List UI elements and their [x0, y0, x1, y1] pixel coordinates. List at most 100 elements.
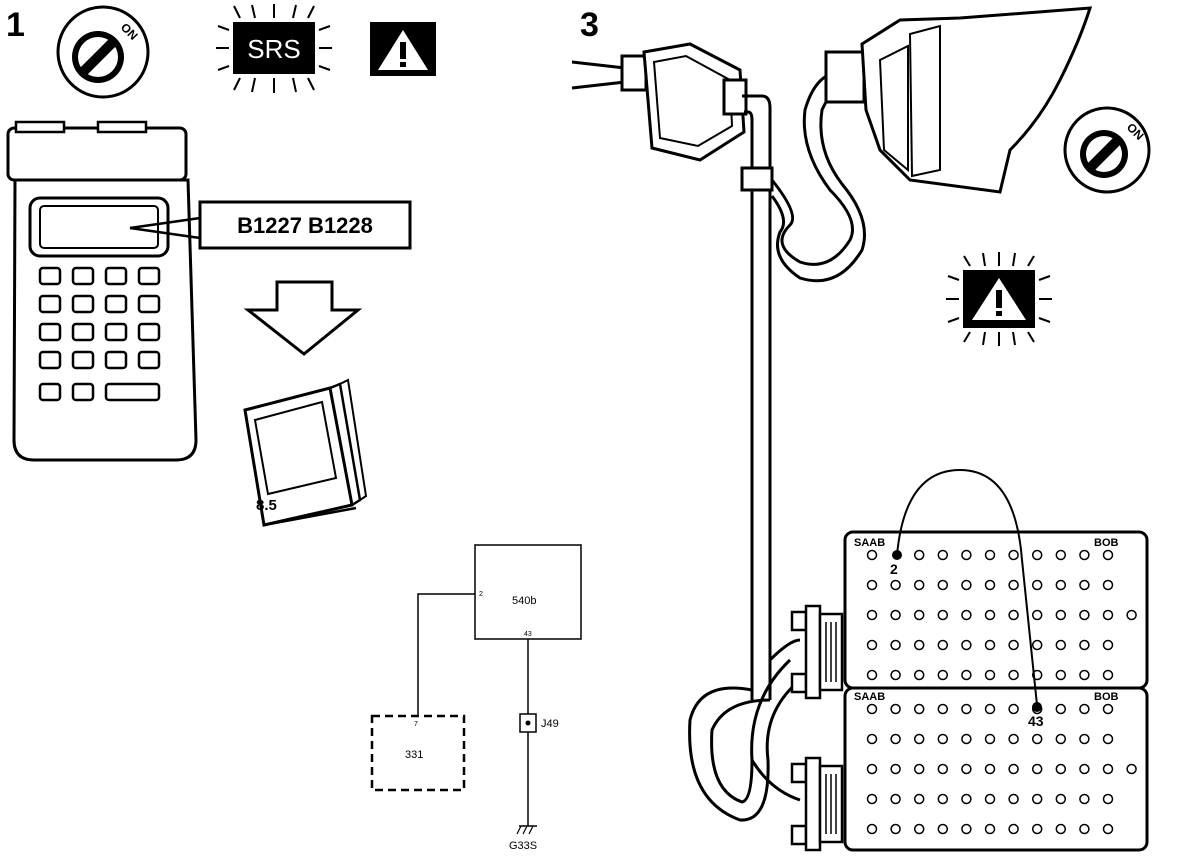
- pin-hole: [1008, 669, 1019, 681]
- srs-lamp-icon: SRS: [216, 4, 332, 93]
- component-pin-7: 7: [414, 721, 418, 728]
- pin-hole: [1102, 609, 1114, 621]
- breakout-box-top: SAAB BOB: [843, 530, 1149, 690]
- pin-hole: [1008, 639, 1019, 651]
- bob-bottom-brand: SAAB: [854, 691, 885, 703]
- pin-hole: [1055, 579, 1067, 591]
- pin-hole: [1079, 609, 1090, 621]
- pin-hole: [1079, 733, 1090, 745]
- manual-section-label: 8.5: [256, 497, 277, 514]
- pin-hole: [1055, 733, 1067, 745]
- pin-hole: [1055, 763, 1067, 775]
- warning-triangle-icon: [370, 22, 436, 76]
- pin-hole: [961, 609, 972, 621]
- pin-hole: [1102, 579, 1114, 591]
- pin-hole: [961, 669, 972, 681]
- pin-hole: [937, 549, 949, 561]
- pin-hole: [890, 579, 901, 591]
- pin-hole: [937, 823, 949, 835]
- module-label: 540b: [512, 595, 536, 607]
- pin-hole: [1126, 763, 1137, 775]
- pin-hole: [1031, 733, 1043, 745]
- measurement-lead: [892, 468, 1042, 712]
- pin-hole: [984, 639, 996, 651]
- pin-hole: [937, 639, 949, 651]
- pin-hole: [1102, 669, 1114, 681]
- pin-hole: [1079, 669, 1090, 681]
- srs-harness-connector-icon: [620, 42, 748, 162]
- pin-hole: [1031, 763, 1043, 775]
- pin-hole: [866, 793, 878, 805]
- pin-hole: [1008, 703, 1019, 715]
- pin-hole: [937, 579, 949, 591]
- pin-hole: [913, 669, 925, 681]
- pin-hole: [1102, 823, 1114, 835]
- pin-hole: [1079, 639, 1090, 651]
- pin-hole: [961, 733, 972, 745]
- pin-hole: [1055, 703, 1067, 715]
- pin-hole: [913, 549, 925, 561]
- pin-hole: [1031, 579, 1043, 591]
- pin-hole: [961, 703, 972, 715]
- pin-2-label: 2: [890, 561, 898, 577]
- pin-hole: [937, 793, 949, 805]
- pin-hole: [961, 579, 972, 591]
- bob-top-name: BOB: [1094, 537, 1119, 549]
- pin-hole: [984, 549, 996, 561]
- pin-hole: [866, 609, 878, 621]
- step-3-label: 3: [580, 6, 599, 44]
- pin-hole: [1079, 549, 1090, 561]
- pin-hole: [866, 579, 878, 591]
- pin-hole: [913, 733, 925, 745]
- pin-hole: [1079, 763, 1090, 775]
- bob-top-pin-holes: [866, 549, 1137, 681]
- pin-hole: [913, 823, 925, 835]
- pin-hole: [1055, 793, 1067, 805]
- pin-hole: [984, 763, 996, 775]
- pin-hole: [890, 793, 901, 805]
- pin-hole: [913, 609, 925, 621]
- pin-hole: [1031, 639, 1043, 651]
- pin-hole: [890, 669, 901, 681]
- module-pin-2: 2: [479, 591, 483, 598]
- trouble-codes: B1227 B1228: [237, 213, 373, 238]
- component-331-box: [370, 714, 466, 792]
- srs-label: SRS: [247, 34, 300, 64]
- bob-bottom-name: BOB: [1094, 691, 1119, 703]
- pin-hole: [937, 669, 949, 681]
- pin-43-label: 43: [1028, 713, 1044, 729]
- bob-bottom-pin-holes: [866, 703, 1137, 835]
- pin-hole: [937, 733, 949, 745]
- bob-connector-top: [790, 604, 844, 700]
- pin-hole: [961, 763, 972, 775]
- pin-hole: [1079, 579, 1090, 591]
- module-540b-box: [474, 544, 582, 640]
- pin-hole: [1008, 549, 1019, 561]
- airbag-module-icon: [824, 6, 1093, 194]
- pin-hole: [1102, 793, 1114, 805]
- pin-hole: [984, 733, 996, 745]
- pin-hole: [890, 823, 901, 835]
- pin-hole: [1008, 763, 1019, 775]
- pin-hole: [984, 579, 996, 591]
- step-1-label: 1: [6, 6, 25, 44]
- breakout-box-bottom: SAAB BOB: [843, 686, 1149, 852]
- pin-hole: [1079, 703, 1090, 715]
- pin-hole: [1031, 793, 1043, 805]
- pin-hole: [1031, 549, 1043, 561]
- down-arrow-icon: [243, 280, 363, 356]
- pin-hole: [984, 669, 996, 681]
- warning-lamp-lit-icon: [946, 252, 1052, 346]
- pin-hole: [1008, 579, 1019, 591]
- bob-top-brand: SAAB: [854, 537, 885, 549]
- pin-hole: [866, 823, 878, 835]
- pin-hole: [937, 763, 949, 775]
- pin-hole: [866, 639, 878, 651]
- pin-hole: [866, 763, 878, 775]
- pin-hole: [913, 639, 925, 651]
- pin-hole: [1031, 609, 1043, 621]
- pin-hole: [1102, 639, 1114, 651]
- pin-hole: [984, 703, 996, 715]
- pin-hole: [890, 763, 901, 775]
- pin-hole: [984, 609, 996, 621]
